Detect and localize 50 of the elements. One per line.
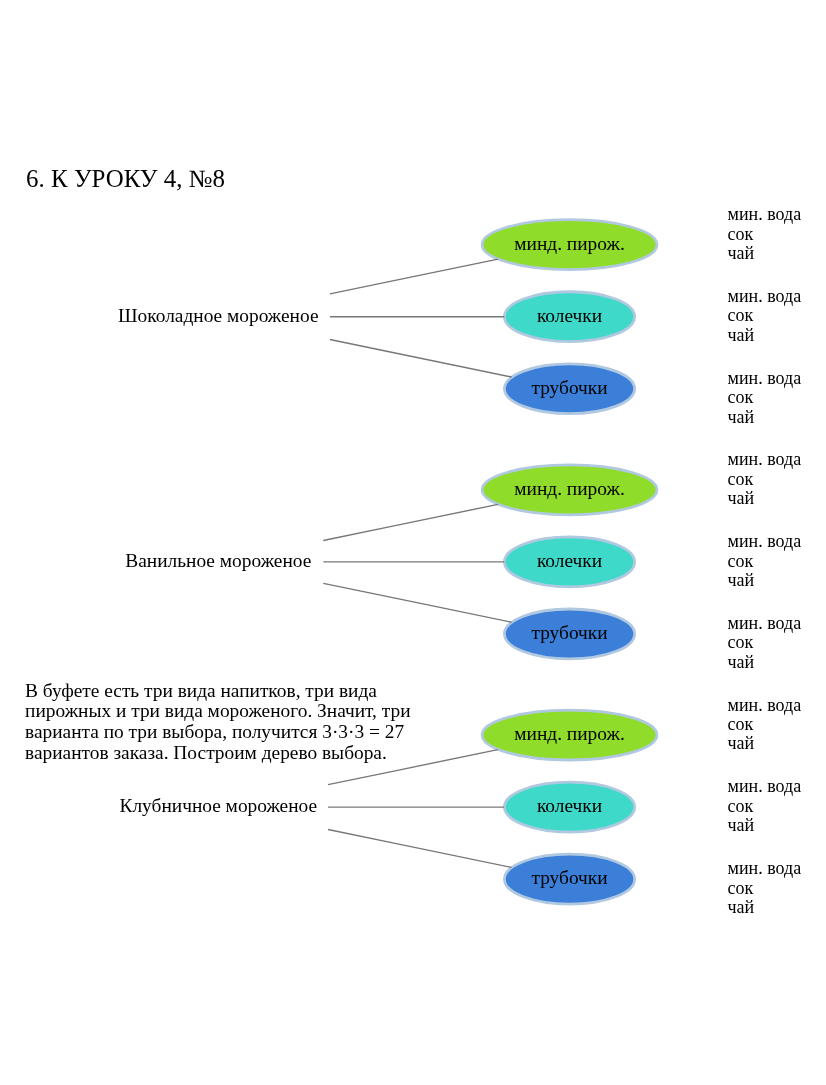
- node-label: сок: [727, 223, 754, 244]
- node-label: мин. вода: [727, 531, 802, 552]
- node-label: сок: [727, 877, 754, 898]
- node-label: мин. вода: [727, 776, 802, 797]
- node-label: сок: [727, 795, 754, 816]
- node-ellipse: минд. пирож.: [480, 218, 659, 271]
- node-label: чай: [727, 896, 755, 917]
- node-ellipse: минд. пирож.: [480, 463, 659, 517]
- node-label: мин. вода: [727, 367, 802, 388]
- node-ellipse: колечки: [503, 780, 637, 834]
- node-ellipse: минд. пирож.: [480, 708, 659, 762]
- node-label: чай: [727, 570, 755, 590]
- connector: [329, 316, 505, 318]
- diagram-title: 6. К УРОКУ 4, №8: [26, 165, 225, 193]
- node-ellipse: трубочки: [503, 607, 637, 661]
- node-label: сок: [727, 468, 754, 489]
- node-text: Шоколадное мороженое: [118, 304, 319, 326]
- node-ellipse: колечки: [503, 290, 637, 343]
- node-label: чай: [727, 815, 755, 836]
- node-label: мин. вода: [727, 204, 802, 225]
- node-label: мин. вода: [727, 858, 802, 879]
- connector: [322, 582, 513, 623]
- node-label: сок: [727, 305, 754, 326]
- node-label: сок: [727, 550, 754, 571]
- node-label: чай: [727, 324, 755, 345]
- connector: [327, 828, 513, 869]
- connector: [329, 258, 499, 295]
- node-label: мин. вода: [727, 612, 802, 633]
- connector: [322, 503, 499, 542]
- node-label: чай: [727, 651, 755, 672]
- node-ellipse: трубочки: [503, 852, 637, 906]
- label: В буфете есть три вида напитков, три вида пирожных и три вида мороженого. Значит, три варианта по три выбора, получится 3·3·3 = 27 вариантов заказа. Построим дерево выбора.: [25, 679, 411, 763]
- node-label: сок: [727, 632, 754, 653]
- node-label: чай: [727, 488, 755, 509]
- node-text: Ванильное мороженое: [125, 550, 312, 572]
- node-label: мин. вода: [727, 449, 802, 470]
- node-ellipse: трубочки: [503, 362, 637, 416]
- connector: [329, 338, 513, 378]
- node-label: сок: [727, 714, 754, 735]
- connector: [322, 561, 506, 563]
- node-text: Клубничное мороженое: [119, 795, 318, 817]
- node-label: мин. вода: [727, 694, 802, 715]
- node-ellipse: колечки: [503, 535, 637, 589]
- connector: [327, 806, 505, 808]
- node-label: чай: [727, 406, 755, 427]
- node-label: чай: [727, 733, 755, 754]
- node-label: сок: [727, 387, 754, 408]
- node-label: чай: [727, 243, 755, 264]
- connector: [327, 748, 499, 786]
- node-label: мин. вода: [727, 286, 802, 307]
